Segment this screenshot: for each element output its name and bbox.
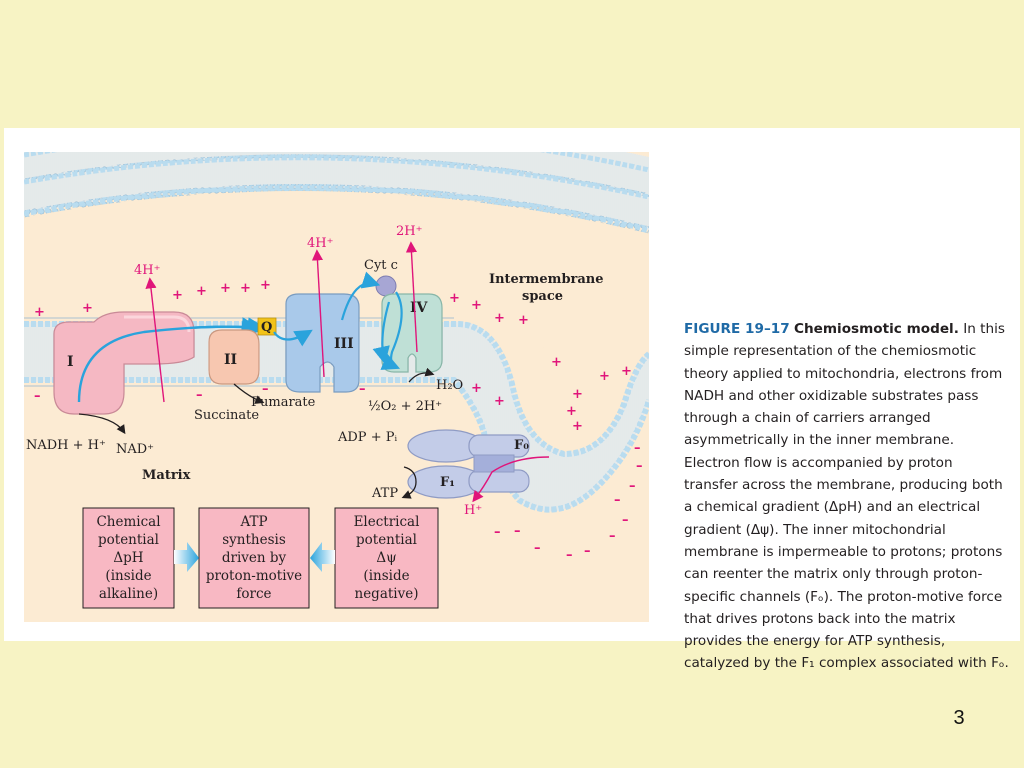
- proton-arrow-complex-i: [145, 277, 165, 403]
- svg-text:–: –: [634, 441, 641, 456]
- svg-text:+: +: [471, 381, 482, 396]
- svg-text:Electrical: Electrical: [354, 514, 420, 530]
- svg-text:+: +: [240, 281, 251, 296]
- oxygen-label: ½O₂ + 2H⁺: [368, 399, 442, 414]
- svg-text:+: +: [494, 394, 505, 409]
- svg-text:+: +: [34, 305, 45, 320]
- complex-i-label: I: [67, 354, 74, 370]
- matrix-label: Matrix: [142, 468, 191, 483]
- svg-text:–: –: [196, 388, 203, 403]
- svg-text:+: +: [196, 284, 207, 299]
- figure-title: Chemiosmotic model.: [794, 321, 959, 337]
- svg-text:potential: potential: [356, 532, 417, 548]
- svg-text:+: +: [621, 364, 632, 379]
- svg-text:(inside: (inside: [105, 568, 151, 584]
- figure-panel: I II Q III IV F₀ F₁: [4, 128, 1020, 671]
- nad-label: NAD⁺: [116, 442, 154, 457]
- atp-label: ATP: [371, 486, 398, 501]
- outer-membrane: [24, 152, 649, 234]
- caption-body: In this simple representation of the che…: [684, 321, 1009, 672]
- svg-text:–: –: [609, 529, 616, 544]
- proton-label-4h-1: 4H⁺: [134, 263, 160, 278]
- atp-synthase: F₀ F₁: [407, 429, 550, 503]
- svg-text:+: +: [172, 288, 183, 303]
- svg-text:+: +: [260, 278, 271, 293]
- ubiquinone-q: Q: [257, 317, 277, 336]
- svg-text:Chemical: Chemical: [96, 514, 160, 530]
- complex-ii-label: II: [224, 352, 237, 368]
- proton-arrow-complex-iv: [405, 241, 418, 353]
- svg-text:force: force: [236, 586, 271, 602]
- svg-text:–: –: [636, 459, 643, 474]
- svg-text:+: +: [572, 419, 583, 434]
- svg-text:–: –: [566, 548, 573, 563]
- svg-text:+: +: [82, 301, 93, 316]
- svg-text:–: –: [34, 389, 41, 404]
- intermembrane-label-2: space: [522, 289, 563, 304]
- intermembrane-label-1: Intermembrane: [489, 272, 604, 287]
- complex-iii-label: III: [334, 336, 354, 352]
- svg-text:–: –: [622, 513, 629, 528]
- nadh-label: NADH + H⁺: [26, 438, 106, 453]
- cyt-c-label: Cyt c: [364, 258, 398, 273]
- svg-text:potential: potential: [98, 532, 159, 548]
- svg-text:–: –: [262, 382, 269, 397]
- svg-text:ΔpH: ΔpH: [113, 550, 143, 566]
- svg-text:+: +: [449, 291, 460, 306]
- svg-text:–: –: [514, 524, 521, 539]
- charge-signs: + + + + + + + + + + + + + + + + + + + – …: [34, 278, 643, 563]
- adp-label: ADP + Pᵢ: [337, 430, 397, 445]
- figure-number: FIGURE 19–17: [684, 321, 790, 337]
- q-label: Q: [261, 320, 272, 335]
- f1-label: F₁: [440, 475, 455, 490]
- succinate-label: Succinate: [194, 408, 259, 423]
- arrow-electrical-to-atp: [310, 542, 335, 572]
- box-electrical-potential: Electrical potential Δψ (inside negative…: [334, 507, 439, 609]
- arrow-chemical-to-atp: [174, 542, 199, 572]
- chemiosmotic-diagram: I II Q III IV F₀ F₁: [24, 152, 649, 622]
- svg-text:–: –: [584, 544, 591, 559]
- svg-text:+: +: [471, 298, 482, 313]
- page-number: 3: [953, 707, 965, 729]
- svg-text:+: +: [572, 387, 583, 402]
- f0-label: F₀: [514, 438, 529, 453]
- svg-text:+: +: [599, 369, 610, 384]
- svg-text:+: +: [220, 281, 231, 296]
- svg-text:+: +: [494, 311, 505, 326]
- svg-text:–: –: [494, 525, 501, 540]
- figure-caption: FIGURE 19–17 Chemiosmotic model. In this…: [684, 318, 1009, 675]
- svg-text:(inside: (inside: [363, 568, 409, 584]
- svg-text:–: –: [614, 493, 621, 508]
- complex-ii: II: [208, 329, 260, 385]
- box-chemical-potential: Chemical potential ΔpH (inside alkaline): [82, 507, 175, 609]
- svg-text:proton-motive: proton-motive: [206, 568, 302, 584]
- complex-iv-label: IV: [410, 300, 429, 316]
- proton-label-2h: 2H⁺: [396, 224, 422, 239]
- svg-text:driven by: driven by: [222, 550, 287, 566]
- box-atp-synthesis: ATP synthesis driven by proton-motive fo…: [198, 507, 310, 609]
- fumarate-label: Fumarate: [251, 395, 316, 410]
- svg-text:–: –: [629, 479, 636, 494]
- svg-text:negative): negative): [355, 586, 419, 602]
- svg-text:–: –: [534, 541, 541, 556]
- svg-text:alkaline): alkaline): [99, 586, 158, 602]
- proton-label-4h-2: 4H⁺: [307, 236, 333, 251]
- proton-label-return: H⁺: [464, 503, 482, 518]
- proton-arrow-complex-iii: [311, 249, 325, 378]
- cytochrome-c: [375, 275, 397, 297]
- svg-text:Δψ: Δψ: [376, 550, 396, 566]
- water-label: H₂O: [436, 378, 463, 393]
- svg-text:synthesis: synthesis: [222, 532, 286, 548]
- svg-text:–: –: [359, 382, 366, 397]
- svg-text:+: +: [551, 355, 562, 370]
- svg-text:ATP: ATP: [239, 514, 267, 530]
- svg-text:+: +: [566, 404, 577, 419]
- svg-text:+: +: [518, 313, 529, 328]
